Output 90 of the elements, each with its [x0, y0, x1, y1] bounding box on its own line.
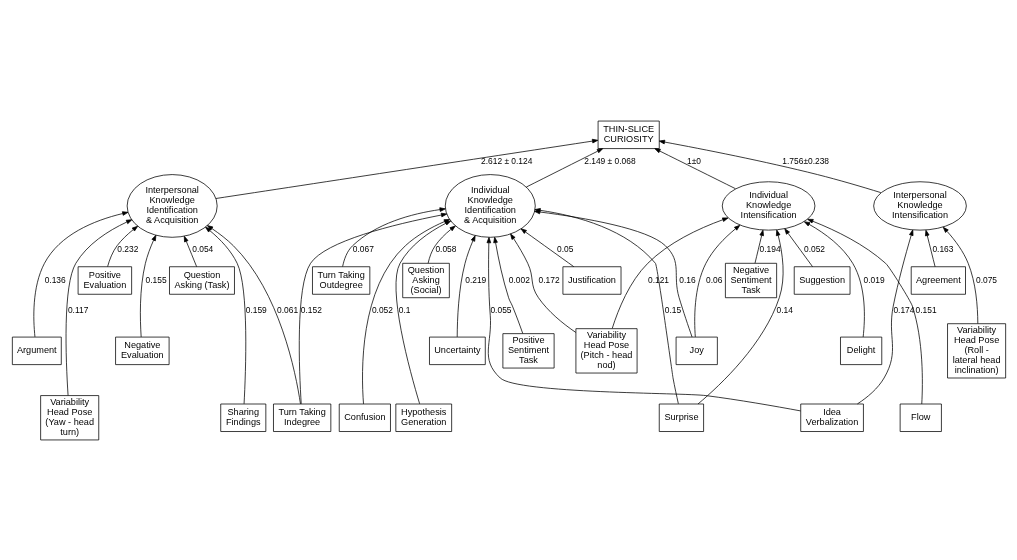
- node-box: Variability Head Pose (Yaw - head turn): [39, 394, 99, 440]
- node-box: Justification: [562, 265, 621, 295]
- node-box: Hypothesis Generation: [394, 403, 452, 432]
- edge-label: 0.15: [664, 304, 681, 315]
- edge-label: 1.756±0.238: [781, 155, 829, 166]
- arrow: [509, 233, 576, 333]
- node-box: Turn Taking Outdegree: [311, 265, 370, 295]
- node-box: THIN-SLICE CURIOSITY: [597, 120, 660, 149]
- node-box: Uncertainty: [428, 336, 486, 365]
- node-box: Variability Head Pose (Pitch - head nod): [575, 327, 637, 373]
- arrow: [492, 236, 523, 334]
- edge-label: 0.067: [352, 243, 374, 254]
- edge-label: 0.002: [508, 274, 530, 285]
- arrow: [341, 206, 446, 267]
- arrow: [206, 224, 301, 404]
- arrow: [611, 217, 728, 329]
- edge-label: 0.075: [975, 274, 997, 285]
- edge-label: 2.149 ± 0.068: [583, 155, 636, 166]
- edge-label: 0.019: [863, 274, 885, 285]
- node-box: Delight: [839, 336, 882, 365]
- node-box: Positive Evaluation: [77, 265, 132, 295]
- arrow: [395, 220, 451, 404]
- edge-label: 0.06: [705, 274, 722, 285]
- edge-label: 0.061: [276, 304, 298, 315]
- arrow: [783, 227, 813, 267]
- edge-label: 2.612 ± 0.124: [480, 155, 532, 166]
- edge-label: 0.136: [44, 274, 66, 285]
- arrow: [697, 229, 783, 404]
- edge-label: 0.1: [398, 304, 410, 315]
- node-box: Surprise: [658, 403, 704, 432]
- edge-label: 0.194: [759, 243, 781, 254]
- edge-label: 0.058: [434, 243, 456, 254]
- node-box: Joy: [675, 336, 718, 365]
- node-box: Confusion: [338, 403, 391, 432]
- node-box: Turn Taking Indegree: [272, 403, 331, 432]
- node-box: Idea Verbalization: [799, 403, 864, 432]
- edge-label: 0.05: [556, 243, 573, 254]
- edge-label: 0.159: [245, 304, 267, 315]
- node-box: Argument: [11, 336, 62, 365]
- arrow: [361, 218, 450, 404]
- arrow: [183, 235, 197, 267]
- edge-label: 0.155: [145, 274, 167, 285]
- node-box: Flow: [899, 403, 942, 432]
- arrow: [106, 225, 138, 267]
- edge-label: 0.055: [489, 304, 511, 315]
- arrow: [427, 225, 456, 264]
- edge-label: 0.152: [300, 304, 322, 315]
- edge-label: 0.052: [371, 304, 393, 315]
- edge-label: 0.052: [803, 243, 825, 254]
- node-box: Negative Evaluation: [114, 336, 169, 365]
- arrow: [139, 234, 156, 337]
- arrow: [856, 229, 913, 404]
- arrow: [653, 147, 736, 189]
- node-box: Negative Sentiment Task: [724, 262, 777, 298]
- arrow: [486, 236, 801, 411]
- node-ellipse: Interpersonal Knowledge Intensification: [872, 180, 967, 230]
- arrow: [803, 220, 865, 337]
- edge-label: 0.163: [931, 243, 953, 254]
- edge-label: 0.16: [678, 274, 696, 285]
- arrow: [204, 226, 246, 404]
- arrow: [693, 224, 740, 337]
- arrow: [520, 227, 574, 267]
- node-box: Agreement: [910, 265, 966, 295]
- edge-label: 0.219: [464, 274, 486, 285]
- edge-label: 0.232: [116, 243, 138, 254]
- arrow: [924, 229, 935, 267]
- arrow: [525, 147, 603, 187]
- node-box: Positive Sentiment Task: [502, 332, 554, 368]
- edge-label: 0.117: [67, 304, 88, 315]
- arrow: [65, 218, 132, 396]
- edge-label: 0.121: [647, 274, 669, 285]
- arrow: [806, 218, 923, 404]
- node-box: Sharing Findings: [219, 403, 266, 432]
- edge-label: 0.174: [892, 304, 914, 315]
- edge-label: 0.172: [538, 274, 560, 285]
- arrow: [942, 226, 978, 324]
- edge-label: 0.14: [775, 304, 793, 315]
- arrow: [658, 139, 881, 193]
- node-box: Question Asking (Task): [168, 265, 235, 295]
- arrow: [32, 210, 128, 337]
- node-box: Suggestion: [793, 265, 850, 295]
- arrow: [215, 138, 598, 199]
- node-box: Variability Head Pose (Roll - lateral head inclination): [946, 322, 1006, 378]
- node-box: Question Asking (Social): [401, 262, 450, 298]
- arrow: [456, 234, 475, 337]
- arrow: [754, 229, 764, 264]
- arrow: [298, 212, 447, 404]
- edge-label: 0.151: [915, 304, 937, 315]
- edge-label: 0.054: [191, 243, 213, 254]
- edge-label: 1±0: [686, 155, 701, 166]
